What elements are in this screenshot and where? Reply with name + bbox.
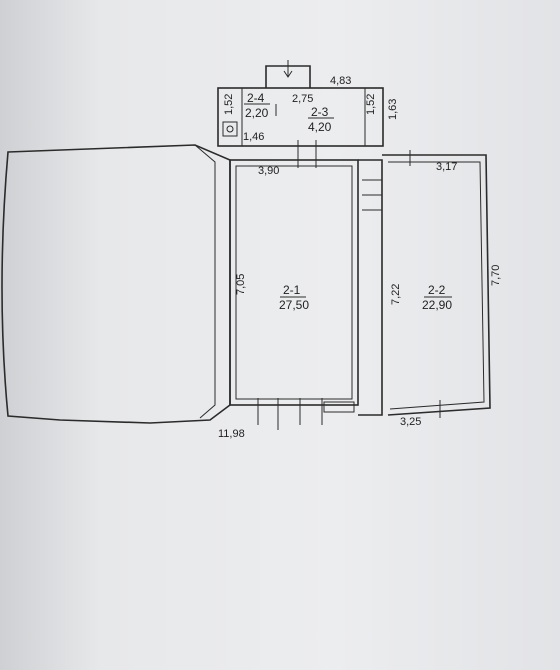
dim-770: 7,70	[490, 265, 502, 286]
dim-722: 7,22	[390, 284, 402, 305]
room-2-2-area: 22,90	[422, 298, 452, 312]
corridor-wall	[358, 159, 383, 416]
dim-152-left: 1,52	[223, 94, 235, 115]
room-2-3-id: 2-3	[311, 105, 329, 119]
entry-arrow-head	[283, 70, 293, 78]
dim-1198: 11,98	[218, 428, 245, 440]
left-hall-outline	[1, 144, 231, 424]
left-hall-inner	[194, 144, 216, 419]
room-2-2-inner	[388, 161, 485, 410]
dim-483: 4,83	[330, 75, 351, 87]
toilet-fixture	[222, 121, 238, 137]
room-2-4-id: 2-4	[247, 91, 265, 105]
room-2-1-area: 27,50	[279, 298, 309, 312]
toilet-bowl	[226, 125, 234, 133]
room-2-1-walls	[229, 159, 359, 406]
upper-block-walls	[217, 87, 384, 147]
room-2-2-id: 2-2	[428, 283, 446, 297]
room-2-1-id: 2-1	[283, 283, 301, 297]
room-2-3-area: 4,20	[308, 120, 332, 134]
dim-275: 2,75	[292, 93, 313, 105]
dim-146: 1,46	[243, 131, 264, 143]
dim-163: 1,63	[387, 99, 399, 120]
dim-152-right: 1,52	[365, 94, 377, 115]
room-2-4-area: 2,20	[245, 106, 269, 120]
window-frame	[323, 401, 355, 413]
dim-325: 3,25	[400, 416, 421, 428]
room-2-1-inner	[235, 165, 353, 400]
dim-390: 3,90	[258, 165, 279, 177]
room-2-2-walls	[382, 154, 491, 416]
dim-705: 7,05	[235, 274, 247, 295]
dim-317: 3,17	[436, 161, 457, 173]
